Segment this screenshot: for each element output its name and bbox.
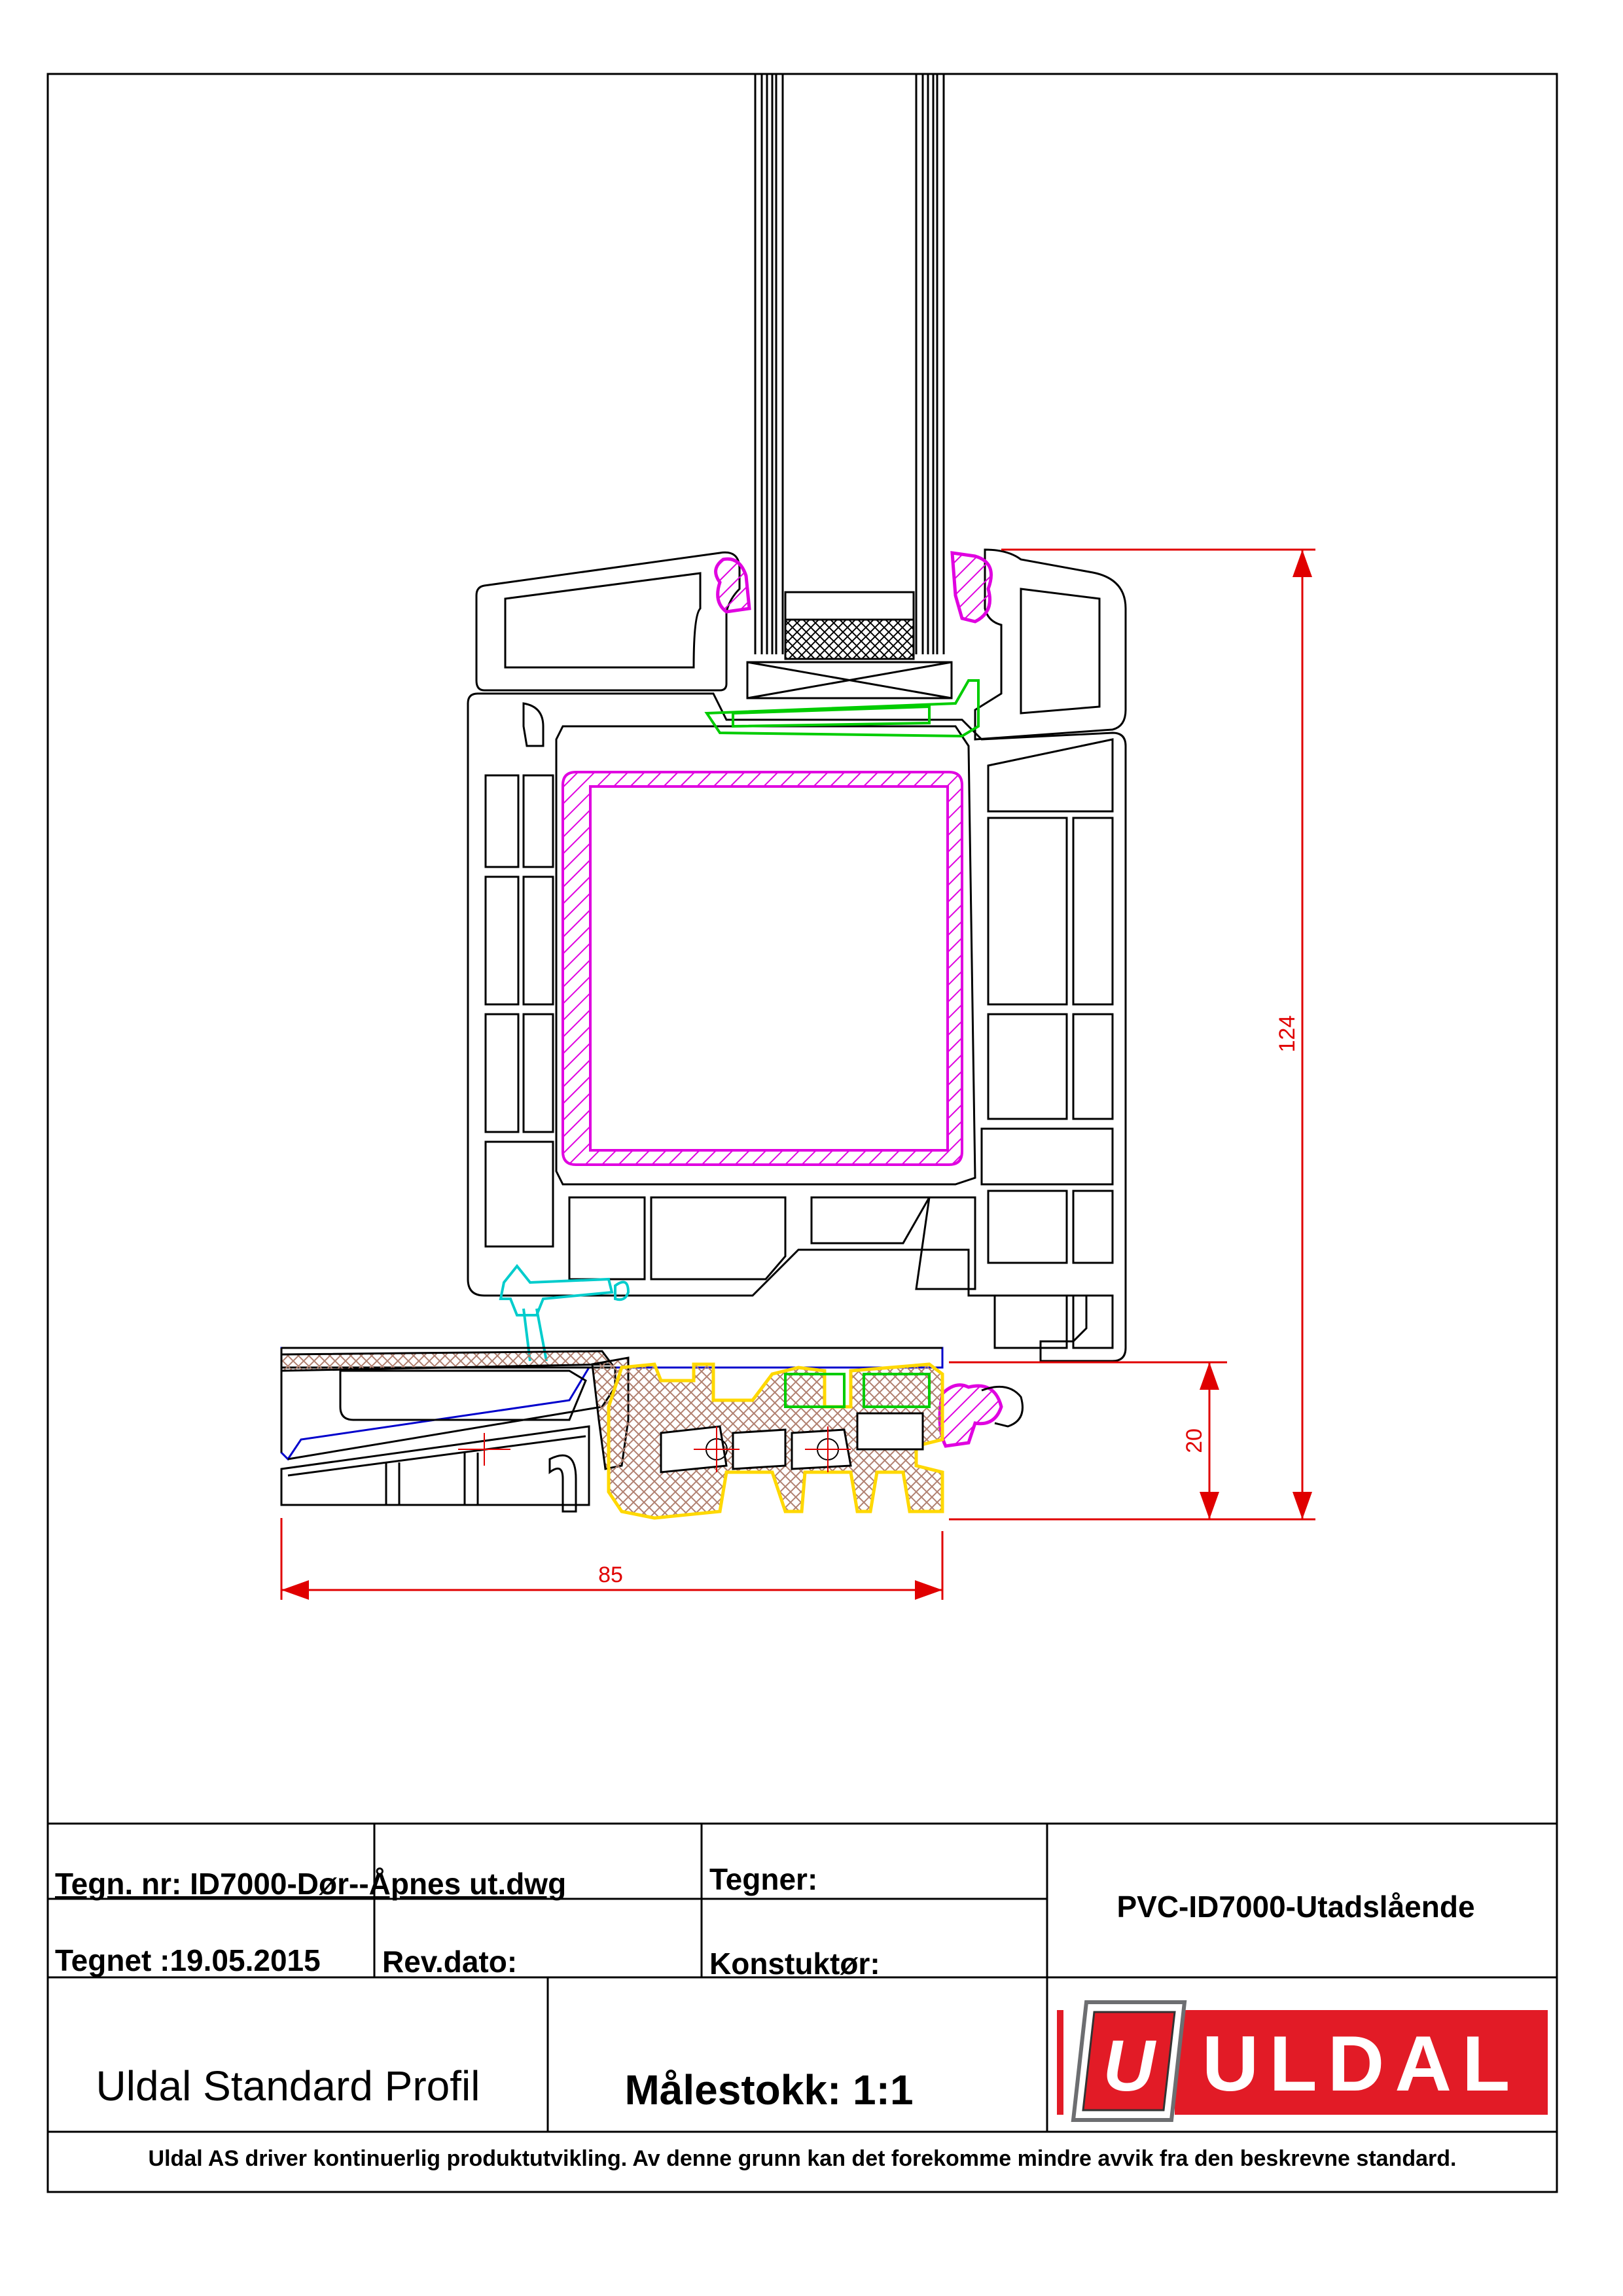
drawn-date: Tegnet :19.05.2015 xyxy=(55,1943,321,1977)
profile-name: Uldal Standard Profil xyxy=(96,2062,480,2110)
drawing-border xyxy=(46,73,1558,2193)
logo-emblem-icon: U xyxy=(1071,2000,1187,2122)
glass-pane xyxy=(754,74,945,660)
dimension-height-total xyxy=(1001,548,1315,1521)
steel-reinforcement xyxy=(562,771,963,1166)
svg-text:U: U xyxy=(1103,2026,1156,2106)
logo-wordmark: ULDAL xyxy=(1202,2020,1521,2108)
dimension-label-124: 124 xyxy=(1275,1016,1300,1053)
door-sweep-seal xyxy=(499,1263,630,1362)
glazing-bead xyxy=(704,679,980,738)
drawing-scale: Målestokk: 1:1 xyxy=(624,2066,913,2113)
drawing-number: Tegn. nr: ID7000-Dør--Åpnes ut.dwg xyxy=(55,1867,566,1901)
frame-profile xyxy=(467,692,1127,1362)
glass-gasket-right xyxy=(950,551,993,624)
disclaimer-text: Uldal AS driver kontinuerlig produktutvi… xyxy=(149,2146,1457,2171)
dimension-label-85: 85 xyxy=(598,1563,623,1587)
drafter-label: Tegner: xyxy=(709,1862,817,1896)
frame-gasket-seat xyxy=(981,1385,1024,1428)
fastener-marks xyxy=(458,1426,851,1472)
setting-block xyxy=(746,661,953,699)
frame-gasket xyxy=(938,1383,1003,1448)
title-block xyxy=(48,1822,1557,2133)
designer-label: Konstuktør: xyxy=(709,1947,880,1981)
revision-date: Rev.dato: xyxy=(382,1945,517,1979)
threshold-green-chambers xyxy=(784,1373,931,1408)
product-name: PVC-ID7000-Utadslående xyxy=(1116,1890,1474,1924)
dimension-width-sill xyxy=(280,1518,944,1600)
dimension-height-sill xyxy=(949,1361,1227,1521)
dimension-label-20: 20 xyxy=(1182,1428,1207,1453)
uldal-logo: U ULDAL xyxy=(1057,2000,1548,2122)
glass-gasket-left xyxy=(714,557,751,614)
